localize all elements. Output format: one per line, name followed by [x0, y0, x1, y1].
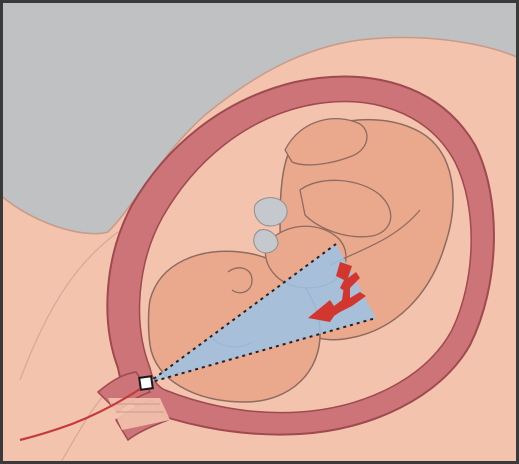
umbilical-cord	[254, 198, 287, 226]
scalp-sensor-icon	[139, 376, 153, 390]
